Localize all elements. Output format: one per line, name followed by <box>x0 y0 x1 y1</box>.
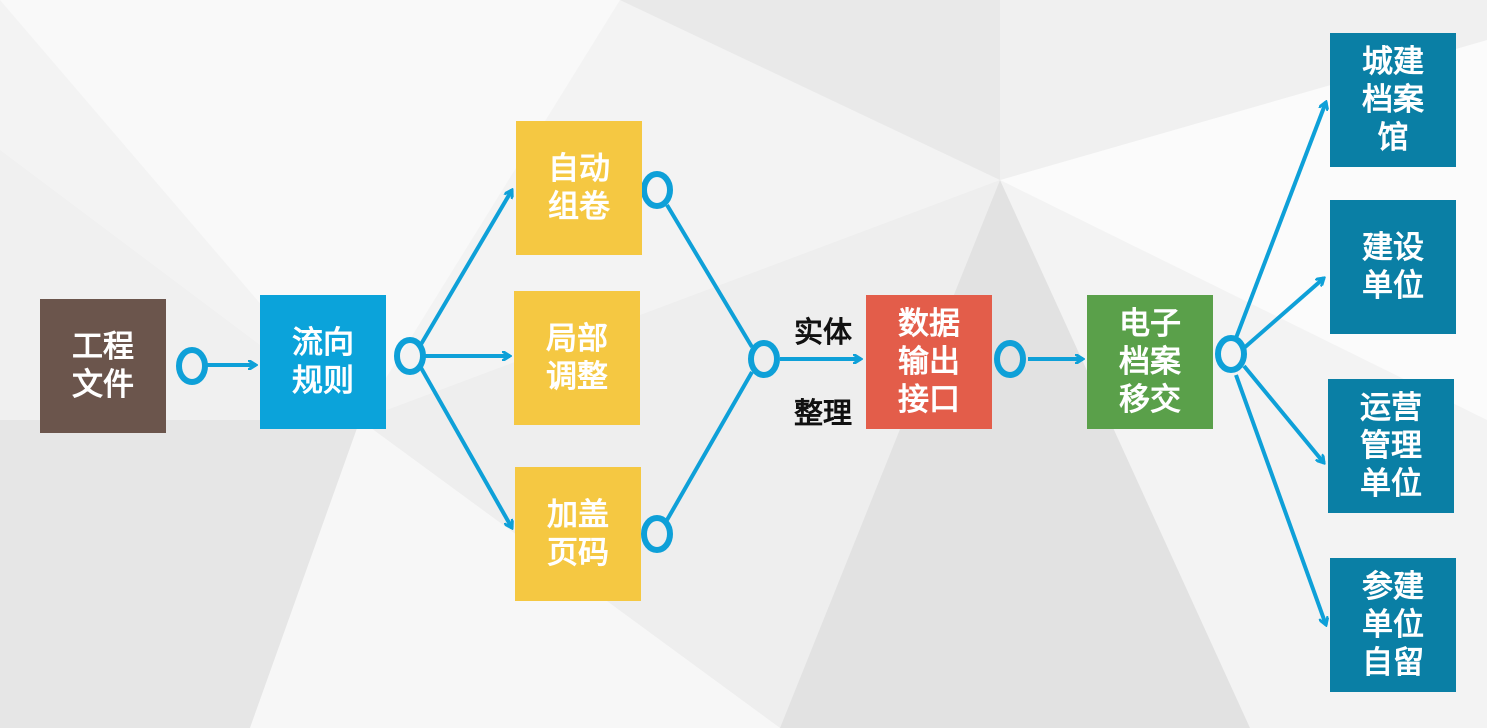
arrow-archive-to-operation <box>1242 364 1324 463</box>
node-e-archive: 电子 档案 移交 <box>1087 295 1213 429</box>
line-auto-to-merge <box>665 203 754 349</box>
node-participant-unit-label: 参建 单位 自留 <box>1362 569 1424 681</box>
connector-circle <box>176 347 208 385</box>
node-urban-archive-label: 城建 档案 馆 <box>1362 44 1424 156</box>
node-flow-rule: 流向 规则 <box>260 295 386 429</box>
node-e-archive-label: 电子 档案 移交 <box>1119 306 1181 418</box>
connector-circle <box>394 337 426 375</box>
node-flow-rule-label: 流向 规则 <box>292 325 354 399</box>
connector-circle <box>748 340 780 378</box>
node-construction-unit-label: 建设 单位 <box>1362 230 1424 304</box>
connector-circle <box>1215 335 1247 373</box>
node-operation-unit-label: 运营 管理 单位 <box>1360 390 1422 502</box>
arrow-rule-to-auto <box>418 190 512 348</box>
node-data-output: 数据 输出 接口 <box>866 295 992 429</box>
node-auto-volume: 自动 组卷 <box>516 121 642 255</box>
line-page-to-merge <box>665 371 754 521</box>
arrow-rule-to-page <box>418 365 512 528</box>
node-participant-unit: 参建 单位 自留 <box>1330 558 1456 692</box>
node-operation-unit: 运营 管理 单位 <box>1328 379 1454 513</box>
arrow-archive-to-urban <box>1234 102 1326 339</box>
connector-circle <box>641 171 673 209</box>
node-local-adjust-label: 局部 调整 <box>546 321 608 395</box>
node-page-number: 加盖 页码 <box>515 467 641 601</box>
node-auto-volume-label: 自动 组卷 <box>548 151 610 225</box>
arrow-archive-to-participant <box>1234 374 1326 625</box>
node-construction-unit: 建设 单位 <box>1330 200 1456 334</box>
node-engineering-file-label: 工程 文件 <box>72 329 134 403</box>
node-data-output-label: 数据 输出 接口 <box>898 306 960 418</box>
connector-circle <box>641 515 673 553</box>
label-arrange: 整理 <box>794 396 853 430</box>
label-entity: 实体 <box>794 315 853 349</box>
arrow-archive-to-construction <box>1242 278 1324 350</box>
node-local-adjust: 局部 调整 <box>514 291 640 425</box>
node-urban-archive: 城建 档案 馆 <box>1330 33 1456 167</box>
node-engineering-file: 工程 文件 <box>40 299 166 433</box>
node-page-number-label: 加盖 页码 <box>547 497 609 571</box>
connector-circle <box>994 340 1026 378</box>
